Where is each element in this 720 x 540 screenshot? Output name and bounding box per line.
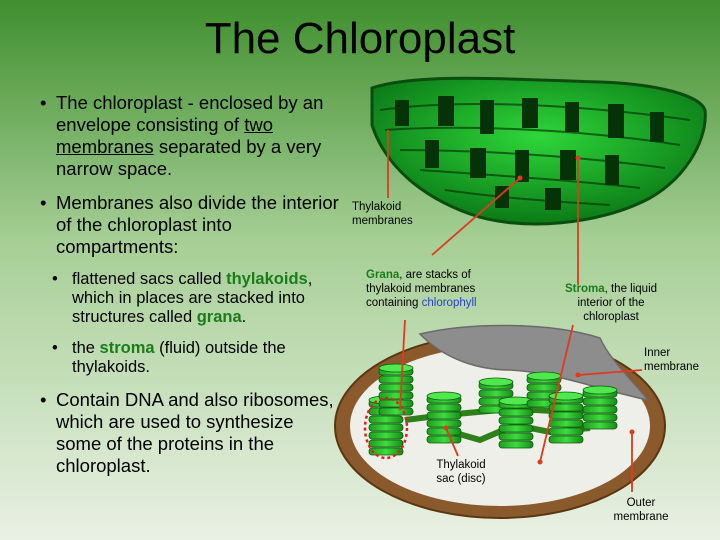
thylakoid-disc	[498, 424, 534, 433]
granum-stack	[548, 391, 584, 444]
thylakoid-disc	[368, 447, 404, 456]
thylakoid-disc	[378, 375, 414, 384]
thylakoid-disc	[548, 435, 584, 444]
micrograph-chloroplast	[370, 76, 707, 226]
grana-term: Grana	[366, 269, 400, 281]
thylakoid-disc	[548, 427, 584, 436]
bullet-text: Membranes also divide the interior of th…	[56, 192, 339, 257]
thylakoid-disc	[378, 391, 414, 400]
thylakoid-disc	[582, 405, 618, 414]
thylakoid-disc	[498, 416, 534, 425]
thylakoid-disc	[426, 419, 462, 428]
thylakoid-disc	[368, 423, 404, 432]
chlorophyll-term: chlorophyll	[421, 297, 477, 309]
thylakoid-disc	[526, 383, 562, 392]
bullet-dna: Contain DNA and also ribosomes, which ar…	[40, 389, 340, 477]
thylakoid-disc	[582, 413, 618, 422]
bullet-text: Contain DNA and also ribosomes, which ar…	[56, 389, 334, 476]
bullet-text: separated by a very narrow space.	[56, 136, 322, 179]
thylakoid-disc	[498, 408, 534, 417]
grana-stacks	[368, 363, 618, 456]
thylakoid-disc	[582, 397, 618, 406]
label-inner-membrane: Inner membrane	[644, 347, 699, 373]
chloroplast-cross-section	[334, 324, 666, 519]
label-thylakoid-sac: Thylakoid sac (disc)	[436, 459, 486, 485]
bullet-compartments: Membranes also divide the interior of th…	[40, 192, 340, 258]
thylakoid-disc	[478, 389, 514, 398]
thylakoid-disc	[426, 411, 462, 420]
bullet-text: , which in places are stacked into struc…	[72, 270, 313, 326]
disc-top	[378, 363, 414, 373]
grana-desc: , are stacks of thylakoid membranes cont…	[366, 269, 476, 309]
granum-stack	[378, 363, 414, 416]
bullet-text: flattened sacs called	[72, 270, 227, 288]
disc-top	[548, 391, 584, 401]
bullet-text: The chloroplast - enclosed by an envelop…	[56, 92, 324, 135]
slide-title: The Chloroplast	[204, 14, 516, 63]
disc-top	[426, 391, 462, 401]
label-stroma: Stroma, the liquid interior of the chlor…	[555, 282, 667, 324]
thylakoid-disc	[368, 431, 404, 440]
label-grana: Grana, are stacks of thylakoid membranes…	[366, 268, 494, 310]
bullet-list: The chloroplast - enclosed by an envelop…	[40, 92, 340, 489]
thylakoid-disc	[368, 439, 404, 448]
label-outer-membrane: Outer membrane	[613, 497, 669, 523]
thylakoid-disc	[582, 421, 618, 430]
underline-text: two membranes	[56, 114, 274, 157]
thylakoid-disc	[378, 407, 414, 416]
disc-top	[526, 371, 562, 381]
sub-bullet-thylakoids: flattened sacs called thylakoids, which …	[52, 270, 340, 327]
thylakoid-disc	[426, 403, 462, 412]
granum-stack	[582, 385, 618, 430]
term-stroma: stroma	[99, 339, 155, 357]
granum-stack	[498, 396, 534, 449]
stroma-desc: , the liquid interior of the chloroplast	[577, 283, 658, 323]
stroma-term: Stroma	[564, 283, 605, 295]
bullet-text: the	[72, 339, 100, 357]
sub-bullet-stroma: the stroma (fluid) outside the thylakoid…	[52, 339, 340, 377]
label-thylakoid-membranes: Thylakoid membranes	[352, 201, 413, 227]
thylakoid-disc	[426, 435, 462, 444]
thylakoid-disc	[548, 411, 584, 420]
thylakoid-disc	[498, 432, 534, 441]
bullet-text: .	[241, 308, 247, 326]
thylakoid-disc	[378, 399, 414, 408]
thylakoid-disc	[378, 383, 414, 392]
bullet-envelope: The chloroplast - enclosed by an envelop…	[40, 92, 340, 180]
leader-lines	[387, 130, 643, 492]
thylakoid-disc	[498, 440, 534, 449]
disc-top	[582, 385, 618, 395]
disc-top	[478, 377, 514, 387]
term-thylakoids: thylakoids	[226, 270, 308, 288]
bullet-text: (fluid) outside the thylakoids.	[72, 339, 286, 376]
term-grana: grana	[196, 308, 242, 326]
granum-stack	[426, 391, 462, 444]
thylakoid-disc	[368, 415, 404, 424]
thylakoid-disc	[548, 419, 584, 428]
